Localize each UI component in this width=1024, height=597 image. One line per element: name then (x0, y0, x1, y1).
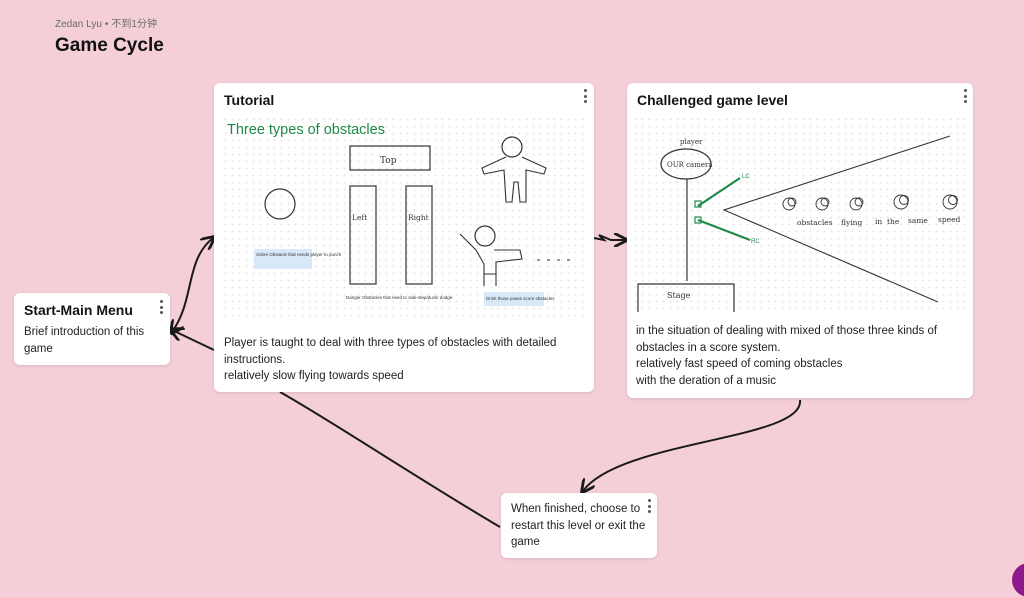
right-label: Right (408, 213, 429, 222)
sketch-word-obstacles: obstacles (797, 218, 833, 227)
note-sobre: Sobre Obstacle that needs player to punc… (256, 252, 342, 257)
sketch-word-speed: speed (938, 215, 961, 224)
note-danger: Danger Obstacles that need to side-step/… (346, 295, 453, 300)
tutorial-sketch-image[interactable]: Three types of obstacles Sobre Obstacle … (222, 116, 586, 320)
board-title[interactable]: Game Cycle (55, 35, 164, 56)
game-level-sketch: player OUR camera LC RC Stage (637, 135, 961, 312)
obstacles-sketch: Three types of obstacles Sobre Obstacle … (227, 122, 570, 306)
sketch-heading: Three types of obstacles (227, 122, 385, 138)
left-label: Left (352, 213, 367, 222)
svg-text:flying: flying (841, 218, 862, 227)
svg-text:in: in (875, 217, 882, 226)
card-title: Start-Main Menu (24, 302, 133, 318)
card-body: When finished, choose to restart this le… (511, 503, 646, 548)
camera-label: OUR camera (667, 161, 713, 169)
sketch-word-same: same (908, 216, 928, 225)
svg-text:the: the (887, 217, 900, 226)
board-meta: Zedan Lyu•不到1分钟 (55, 19, 157, 30)
finished-card[interactable]: When finished, choose to restart this le… (501, 493, 657, 558)
player-label: player (680, 138, 703, 146)
sketch-word-flying: flying (841, 218, 862, 227)
card-title: Tutorial (224, 92, 275, 108)
lc-label: LC (742, 174, 750, 180)
board-header: Zedan Lyu•不到1分钟 Game Cycle (55, 15, 164, 57)
svg-text:speed: speed (938, 215, 961, 224)
start-menu-card[interactable]: Start-Main Menu Brief introduction of th… (14, 293, 170, 365)
edit-time: 不到1分钟 (111, 19, 157, 30)
arrow-challenged-finished (583, 399, 802, 491)
svg-text:same: same (908, 216, 928, 225)
challenged-sketch-image[interactable]: player OUR camera LC RC Stage (632, 116, 968, 312)
more-options-icon[interactable] (580, 89, 590, 103)
sketch-word-the: the (887, 217, 900, 226)
arrow-finished-menu (279, 391, 501, 528)
author-name[interactable]: Zedan Lyu (55, 19, 102, 30)
more-options-icon[interactable] (156, 300, 166, 314)
note-drink: Drink those poses score obstacles (486, 296, 555, 301)
top-label: Top (380, 156, 397, 166)
card-body: Brief introduction of this game (24, 326, 145, 355)
svg-text:obstacles: obstacles (797, 218, 833, 227)
more-options-icon[interactable] (644, 499, 654, 513)
more-options-icon[interactable] (960, 89, 970, 103)
collaborator-avatar[interactable] (1012, 563, 1024, 597)
tutorial-card[interactable]: Tutorial Three types of obstacles Sobre … (214, 83, 594, 392)
challenged-level-card[interactable]: Challenged game level player OUR camera … (627, 83, 973, 398)
arrow-menu-tutorial (172, 238, 213, 332)
rc-label: RC (751, 239, 760, 245)
stage-label: Stage (667, 291, 691, 300)
card-body: Player is taught to deal with three type… (224, 337, 557, 382)
card-body: in the situation of dealing with mixed o… (636, 325, 938, 387)
arrow-tutorial-challenged (593, 235, 625, 240)
sketch-word-in: in (875, 217, 882, 226)
card-title: Challenged game level (637, 92, 788, 108)
